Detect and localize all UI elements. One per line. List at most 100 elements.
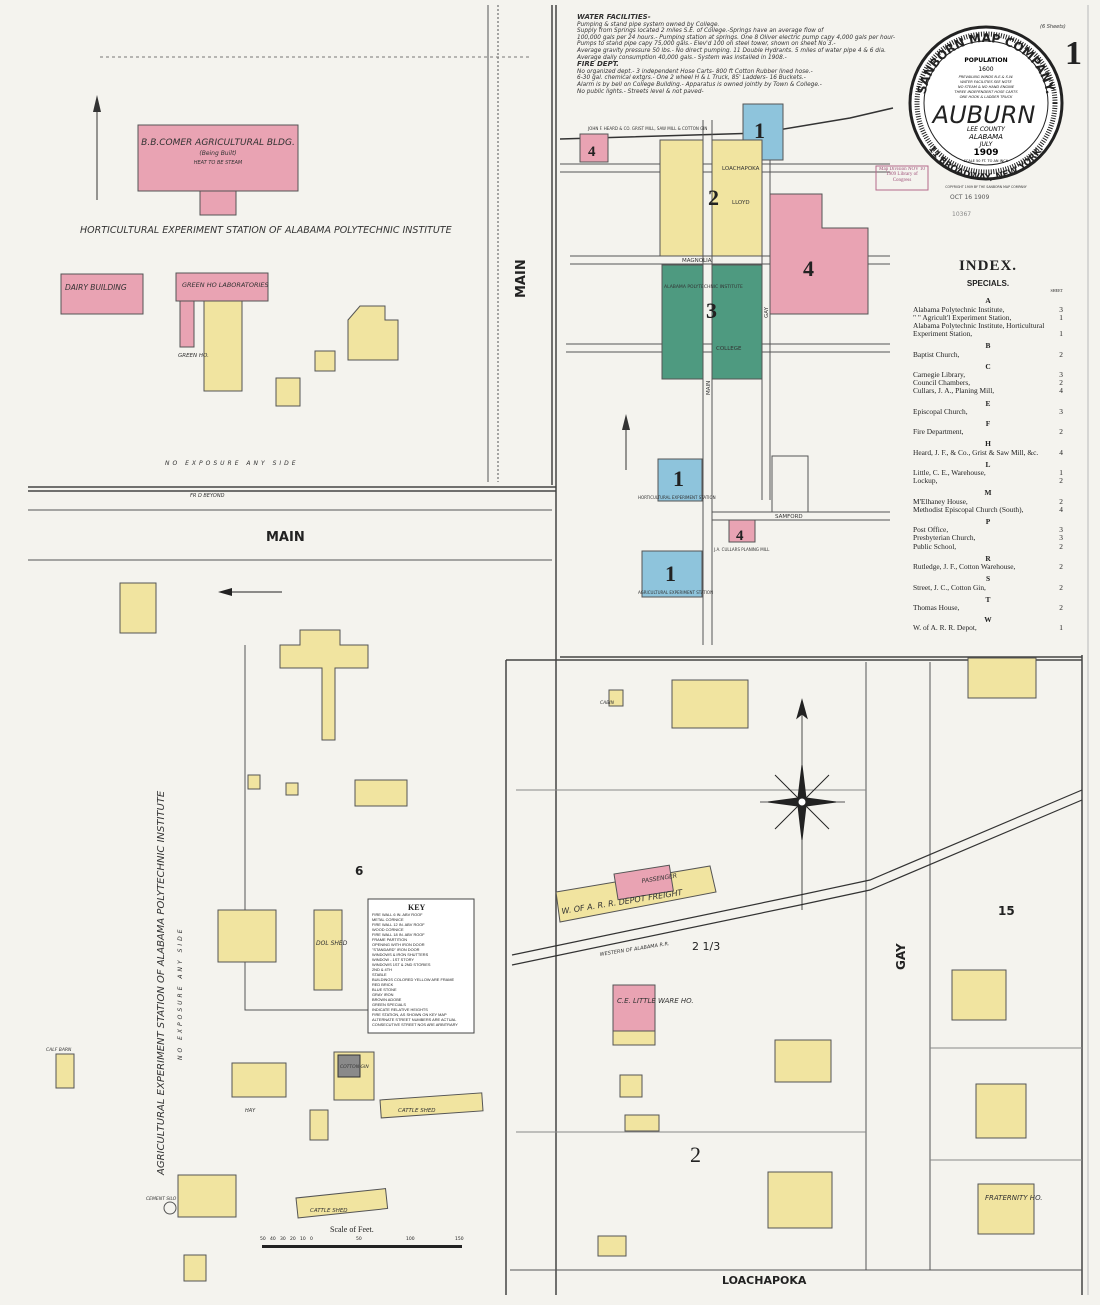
index-entry-name: Public School, — [913, 541, 957, 551]
library-stamp — [875, 165, 929, 191]
key-line: FIRE STATION, AS SHOWN ON KEY MAP — [372, 1012, 447, 1017]
street-gay-label: GAY — [894, 943, 908, 970]
index-entry: Methodist Episcopal Church (South),4 — [913, 505, 1063, 514]
no-exposure-note-2: NO EXPOSURE ANY SIDE — [177, 926, 184, 1060]
index-entry-name: Cullars, J. A., Planing Mill, — [913, 386, 995, 396]
keymap-block-number: 1 — [665, 561, 676, 586]
dairy-building — [60, 273, 144, 315]
comer-note: (Being Built) — [199, 150, 236, 157]
water-note-line: Pumping & stand pipe system owned by Col… — [577, 21, 720, 28]
railroad-track — [511, 789, 1083, 956]
index-entry-sheet: 2 — [1059, 378, 1063, 388]
keymap-block-number: 1 — [754, 118, 765, 143]
index-letter: T — [985, 594, 991, 604]
block-number: 15 — [998, 904, 1015, 918]
water-note-line: Average gravity pressure 50 lbs.- No dir… — [577, 47, 886, 54]
scale-tick: 150 — [455, 1236, 464, 1242]
railroad-label: WESTERN OF ALABAMA R.R. — [599, 941, 670, 958]
scale-tick: 10 — [300, 1236, 306, 1242]
sheet-count-note: (6 Sheets) — [1040, 24, 1066, 30]
north-arrow-head-icon — [93, 95, 101, 112]
sheet-number: 1 — [1065, 35, 1082, 72]
keymap-street-label: MAIN — [706, 381, 712, 395]
keymap-heard-label: JOHN F. HEARD & CO. GRIST MILL, SAW MILL… — [587, 126, 707, 131]
street-main-label-2: MAIN — [266, 530, 305, 545]
comer-building — [137, 124, 299, 192]
seal-population: 1600 — [978, 66, 993, 73]
index-entry-name: Lockup, — [913, 476, 938, 486]
index-entry-sheet: 2 — [1059, 582, 1063, 592]
index-letter: C — [985, 361, 991, 371]
library-stamp-text: Map Division NOV 10 1909 Library of Cong… — [879, 167, 925, 183]
key-line: WINDOWS & IRON SHUTTERS — [372, 952, 429, 957]
key-line: BLUE STONE — [372, 987, 397, 992]
key-line: WOOD CORNICE — [372, 927, 404, 932]
keymap-street-label: COLLEGE — [716, 346, 742, 352]
index-entry-sheet: 2 — [1059, 562, 1063, 572]
key-legend: KEY — [367, 898, 475, 1034]
street-main-label: MAIN — [514, 259, 529, 298]
index-letter: F — [985, 419, 991, 429]
index-entry-sheet: 3 — [1059, 406, 1063, 416]
index-entry-sheet: 4 — [1059, 447, 1063, 457]
cement-silo-label: CEMENT SILO — [146, 1196, 177, 1202]
key-line: OPENING WITH IRON DOOR — [372, 942, 425, 947]
index-entry-sheet: 3 — [1059, 304, 1063, 314]
cattle-shed-label: CATTLE SHED — [398, 1108, 436, 1114]
index-entry-name: Presbyterian Church, — [913, 533, 976, 543]
index-letter: M — [984, 488, 992, 498]
index-entry-name: M'Elhaney House, — [913, 496, 968, 506]
index-entry: " " Agricult'l Experiment Station,1 — [913, 313, 1063, 322]
keymap-block-4c — [728, 519, 756, 543]
index-entry: Council Chambers,2 — [913, 379, 1063, 387]
keymap-polytechnic-label: ALABAMA POLYTECHNIC INSTITUTE — [664, 284, 743, 290]
key-line: GREEN SPECIALS — [372, 1002, 406, 1007]
comer-label: B.B.COMER AGRICULTURAL BLDG. — [141, 138, 295, 148]
keymap-block-4a — [579, 133, 609, 163]
accession-number: 10367 — [952, 211, 971, 218]
block-number: 2 — [690, 1142, 701, 1167]
key-line: WINDOWS 1ST & 2ND STORIES — [372, 962, 431, 967]
index-entry-sheet: 1 — [1059, 623, 1063, 633]
index-letter: B — [985, 341, 991, 351]
index-entry: Thomas House,2 — [913, 603, 1063, 612]
keymap-cullars-label: J.A. CULLARS PLANING MILL — [713, 547, 770, 552]
keymap-block-4b — [769, 193, 869, 315]
index-entry: Rutledge, J. F., Cotton Warehouse, 2 — [913, 562, 1063, 572]
key-line: RED BRICK — [372, 982, 394, 987]
index-entry-sheet: 3 — [1059, 533, 1063, 543]
key-line: STABLE — [372, 972, 387, 977]
index-entry-sheet: 2 — [1059, 496, 1063, 506]
index-letter: E — [985, 398, 991, 408]
green-ho-label: GREEN HO. — [178, 353, 209, 359]
key-line: FIRE WALL 12 IN. ABV ROOF — [372, 922, 425, 927]
index-subtitle: SPECIALS. — [966, 279, 1010, 289]
cabin-label: CABIN — [600, 700, 615, 706]
seal-copyright: COPYRIGHT 1909 BY THE SANBORN MAP COMPAN… — [945, 185, 1027, 189]
seal-county: LEE COUNTY — [967, 126, 1006, 133]
key-line: 2ND & 4TH — [372, 967, 392, 972]
bottom-right-panel: W. OF A. R. R. DEPOT FREIGHT PASSENGER W… — [510, 657, 1083, 1287]
key-line: BUILDINGS COLORED YELLOW ARE FRAME — [372, 977, 455, 982]
keymap-street-label: MAGNOLIA — [682, 258, 712, 264]
top-left-panel: B.B.COMER AGRICULTURAL BLDG. (Being Buil… — [60, 5, 530, 482]
index-letter: R — [985, 553, 991, 563]
fr-d-beyond-label: FR D BEYOND — [190, 493, 225, 499]
keymap-agricultural-label: AGRICULTURAL EXPERIMENT STATION — [638, 590, 713, 595]
keymap-block-number: 4 — [736, 528, 744, 544]
keymap-horticultural-label: HORTICULTURAL EXPERIMENT STATION — [638, 495, 716, 500]
index-letter: W — [984, 615, 992, 625]
keymap-block-number: 2 — [708, 185, 719, 210]
index-entry-name: Rutledge, J. F., Cotton Warehouse, — [913, 562, 1016, 572]
key-title: KEY — [408, 903, 426, 912]
compass-rose-icon — [760, 698, 845, 910]
received-date-stamp: OCT 16 1909 — [950, 194, 989, 201]
seal-year: 1909 — [973, 148, 998, 158]
seal-month: JULY — [979, 141, 994, 148]
scale-tick: 30 — [280, 1236, 286, 1242]
fire-note-line: No organized dept.- 3 independent Hose C… — [577, 68, 813, 75]
index-title: INDEX. — [958, 258, 1018, 274]
water-note-line: Average daily consumption 40,000 gals.- … — [577, 54, 787, 61]
dol-shed-label: DOL SHED — [316, 940, 348, 947]
index-entry-name: Post Office, — [913, 525, 949, 535]
